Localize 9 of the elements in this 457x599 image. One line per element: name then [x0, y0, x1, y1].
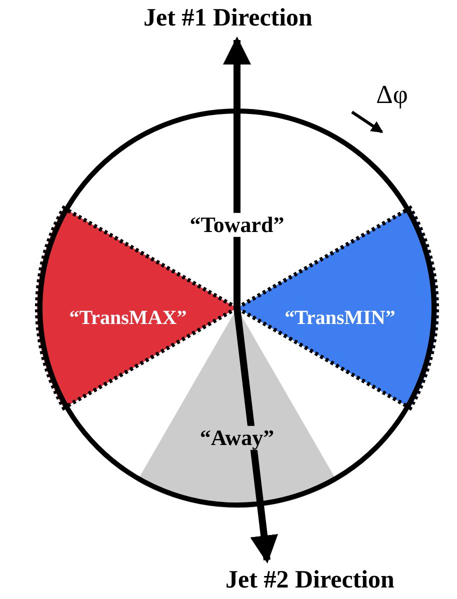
sector-label: “TransMIN”: [282, 307, 398, 329]
sector-label: “TransMAX”: [67, 307, 189, 329]
sector-label: “Away”: [198, 426, 276, 450]
direction-label: Jet #1 Direction: [142, 4, 314, 32]
angle-label: Δφ: [376, 80, 408, 110]
sector-label: “Toward”: [188, 212, 286, 238]
arrow: [223, 36, 251, 308]
direction-label: Jet #2 Direction: [224, 566, 396, 594]
arrow: [234, 308, 278, 564]
